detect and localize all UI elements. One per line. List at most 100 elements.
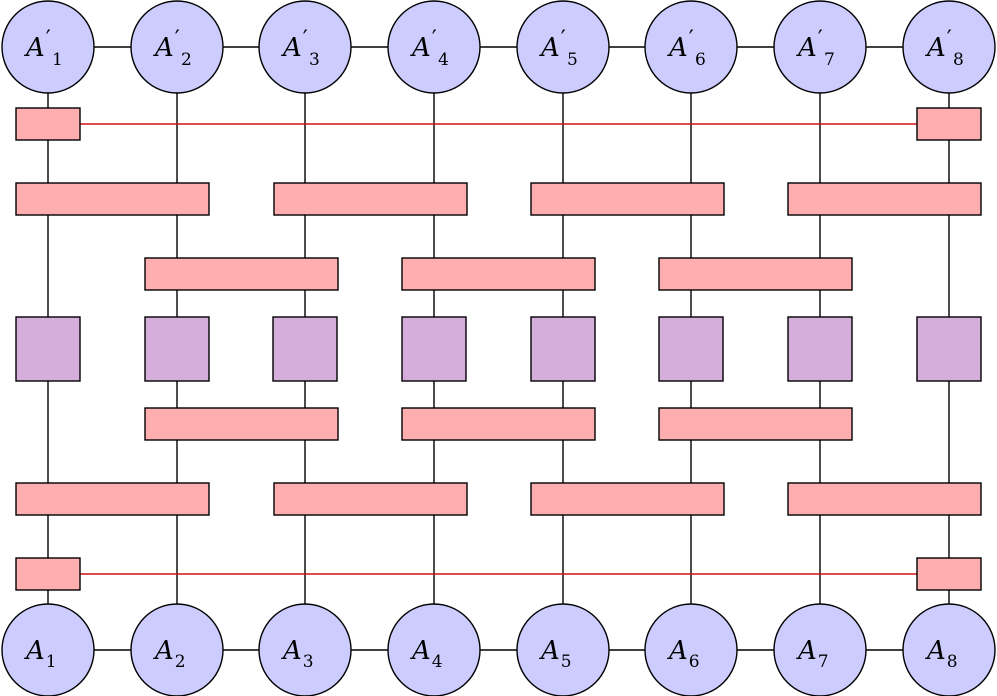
node-index: 1 xyxy=(46,652,57,672)
top-node: A′7 xyxy=(773,0,867,94)
node-index: 2 xyxy=(181,50,192,70)
node-label: A′2 xyxy=(153,27,192,70)
node-index: 1 xyxy=(52,50,63,70)
node-letter: A xyxy=(539,33,560,63)
two-site-gate-outer-top xyxy=(273,182,468,216)
edge-gate-top-right xyxy=(916,107,982,141)
node-prime: ′ xyxy=(818,27,823,52)
top-node: A′3 xyxy=(258,0,352,94)
node-prime: ′ xyxy=(947,27,952,52)
node-label: A6 xyxy=(667,636,700,672)
node-label: A7 xyxy=(796,636,829,672)
edge-gate-top-left xyxy=(15,107,81,141)
node-index: 8 xyxy=(947,652,958,672)
bottom-node: A4 xyxy=(387,603,481,696)
node-prime: ′ xyxy=(689,27,694,52)
edge-gate-bottom-left xyxy=(15,557,81,591)
bottom-node: A7 xyxy=(773,603,867,696)
node-letter: A xyxy=(539,636,560,666)
node-letter: A xyxy=(24,33,45,63)
node-circle xyxy=(902,0,996,94)
top-node: A′2 xyxy=(130,0,224,94)
node-index: 6 xyxy=(689,652,700,672)
node-index: 7 xyxy=(818,652,829,672)
single-site-gate xyxy=(916,316,982,382)
two-site-gate-outer-top xyxy=(530,182,725,216)
two-site-gate-inner-bottom xyxy=(658,407,853,441)
node-label: A4 xyxy=(410,636,443,672)
node-label: A2 xyxy=(153,636,186,672)
node-index: 6 xyxy=(695,50,706,70)
node-index: 7 xyxy=(824,50,835,70)
node-index: 3 xyxy=(303,652,314,672)
node-circle xyxy=(387,0,481,94)
two-site-gate-outer-top xyxy=(15,182,210,216)
bottom-node: A2 xyxy=(130,603,224,696)
node-circle xyxy=(258,0,352,94)
node-circle xyxy=(130,0,224,94)
node-circle xyxy=(1,603,95,696)
two-site-gate-outer-bottom xyxy=(530,482,725,516)
node-letter: A xyxy=(153,636,174,666)
node-prime: ′ xyxy=(303,27,308,52)
node-label: A8 xyxy=(925,636,958,672)
node-letter: A xyxy=(796,636,817,666)
node-circle xyxy=(1,0,95,94)
single-site-gate xyxy=(401,316,467,382)
two-site-gate-inner-bottom xyxy=(144,407,339,441)
top-node: A′8 xyxy=(902,0,996,94)
node-circle xyxy=(644,603,738,696)
node-letter: A xyxy=(925,636,946,666)
node-circle xyxy=(387,603,481,696)
node-label: A′1 xyxy=(24,27,63,70)
single-site-gate xyxy=(15,316,81,382)
node-circle xyxy=(258,603,352,696)
node-letter: A xyxy=(667,33,688,63)
node-index: 2 xyxy=(175,652,186,672)
node-prime: ′ xyxy=(561,27,566,52)
two-site-gate-outer-bottom xyxy=(273,482,468,516)
node-letter: A xyxy=(24,636,45,666)
node-circle xyxy=(773,0,867,94)
two-site-gate-inner-top xyxy=(144,257,339,291)
top-node: A′6 xyxy=(644,0,738,94)
node-prime: ′ xyxy=(432,27,437,52)
bottom-node: A8 xyxy=(902,603,996,696)
node-index: 4 xyxy=(438,50,449,70)
node-prime: ′ xyxy=(46,27,51,52)
single-site-gate xyxy=(658,316,724,382)
node-prime: ′ xyxy=(175,27,180,52)
two-site-gate-outer-bottom xyxy=(787,482,982,516)
single-site-gate xyxy=(530,316,596,382)
node-letter: A xyxy=(410,636,431,666)
node-letter: A xyxy=(153,33,174,63)
node-circle xyxy=(516,603,610,696)
single-site-gate xyxy=(272,316,338,382)
two-site-gate-inner-top xyxy=(401,257,596,291)
two-site-gate-inner-bottom xyxy=(401,407,596,441)
bottom-node: A5 xyxy=(516,603,610,696)
bottom-node: A1 xyxy=(1,603,95,696)
node-circle xyxy=(644,0,738,94)
two-site-gate-outer-top xyxy=(787,182,982,216)
node-letter: A xyxy=(925,33,946,63)
node-label: A5 xyxy=(539,636,572,672)
node-circle xyxy=(130,603,224,696)
node-label: A′7 xyxy=(796,27,835,70)
node-label: A′5 xyxy=(539,27,578,70)
gates xyxy=(15,107,982,591)
node-label: A′6 xyxy=(667,27,706,70)
node-index: 5 xyxy=(561,652,572,672)
two-site-gate-outer-bottom xyxy=(15,482,210,516)
node-label: A3 xyxy=(281,636,314,672)
node-letter: A xyxy=(281,33,302,63)
bottom-node: A3 xyxy=(258,603,352,696)
node-index: 5 xyxy=(567,50,578,70)
node-label: A1 xyxy=(24,636,57,672)
node-circle xyxy=(516,0,610,94)
node-letter: A xyxy=(667,636,688,666)
node-index: 4 xyxy=(432,652,443,672)
edge-gate-bottom-right xyxy=(916,557,982,591)
